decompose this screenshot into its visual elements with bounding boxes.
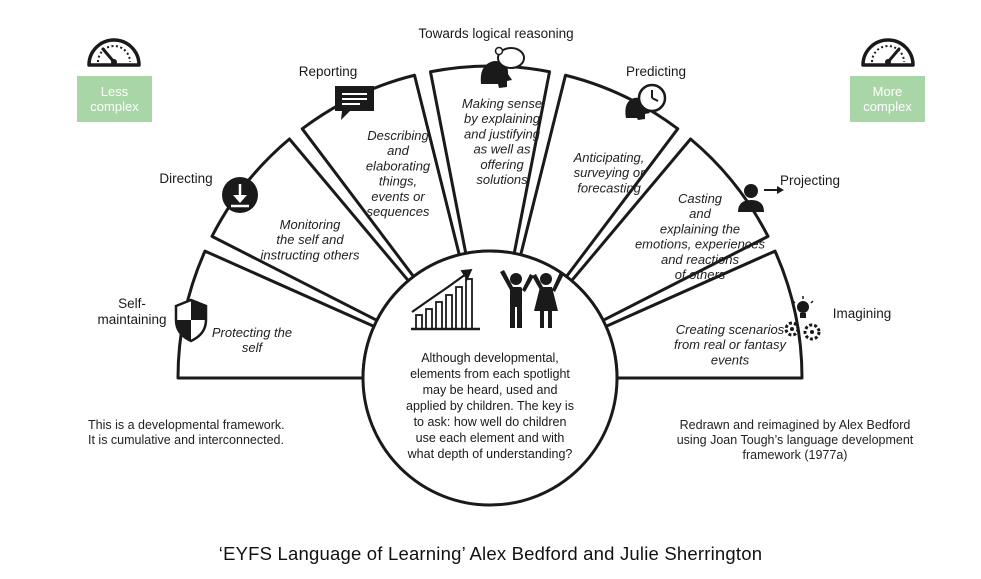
segment-label-7: Imagining xyxy=(833,306,892,321)
center-explanation: Although developmental,elements from eac… xyxy=(406,351,574,461)
shield-icon xyxy=(174,298,208,343)
segment-label-4: Towards logical reasoning xyxy=(418,26,573,41)
more-complex-badge: More complex xyxy=(850,76,925,122)
bar-chart-growth-icon xyxy=(411,268,480,331)
speedometer-low-icon xyxy=(87,38,141,67)
thinking-head-icon xyxy=(480,46,525,88)
person-arrow-icon xyxy=(738,184,784,212)
framework-note: This is a developmental framework. It is… xyxy=(88,418,285,447)
caption: ‘EYFS Language of Learning’ Alex Bedford… xyxy=(218,543,763,564)
segment-panels xyxy=(176,64,804,380)
attribution-note: Redrawn and reimagined by Alex Bedford u… xyxy=(676,418,914,462)
segment-label-2: Directing xyxy=(159,171,212,186)
head-clock-icon xyxy=(625,83,667,120)
less-complex-badge: Less complex xyxy=(77,76,152,122)
speedometer-high-icon xyxy=(861,38,915,67)
center-text: Although developmental,elements from eac… xyxy=(406,351,574,461)
lightbulb-gears-icon xyxy=(784,296,821,341)
segment-label-3: Reporting xyxy=(299,64,358,79)
segment-label-1: Self-maintaining xyxy=(97,296,166,327)
segment-labels: Self-maintaining Directing Reporting Toward… xyxy=(97,26,891,327)
download-arrow-icon xyxy=(222,177,258,213)
speech-bubble-icon xyxy=(335,86,374,120)
segment-label-5: Predicting xyxy=(626,64,686,79)
segment-label-6: Projecting xyxy=(780,173,840,188)
children-celebrating-icon xyxy=(500,270,564,328)
